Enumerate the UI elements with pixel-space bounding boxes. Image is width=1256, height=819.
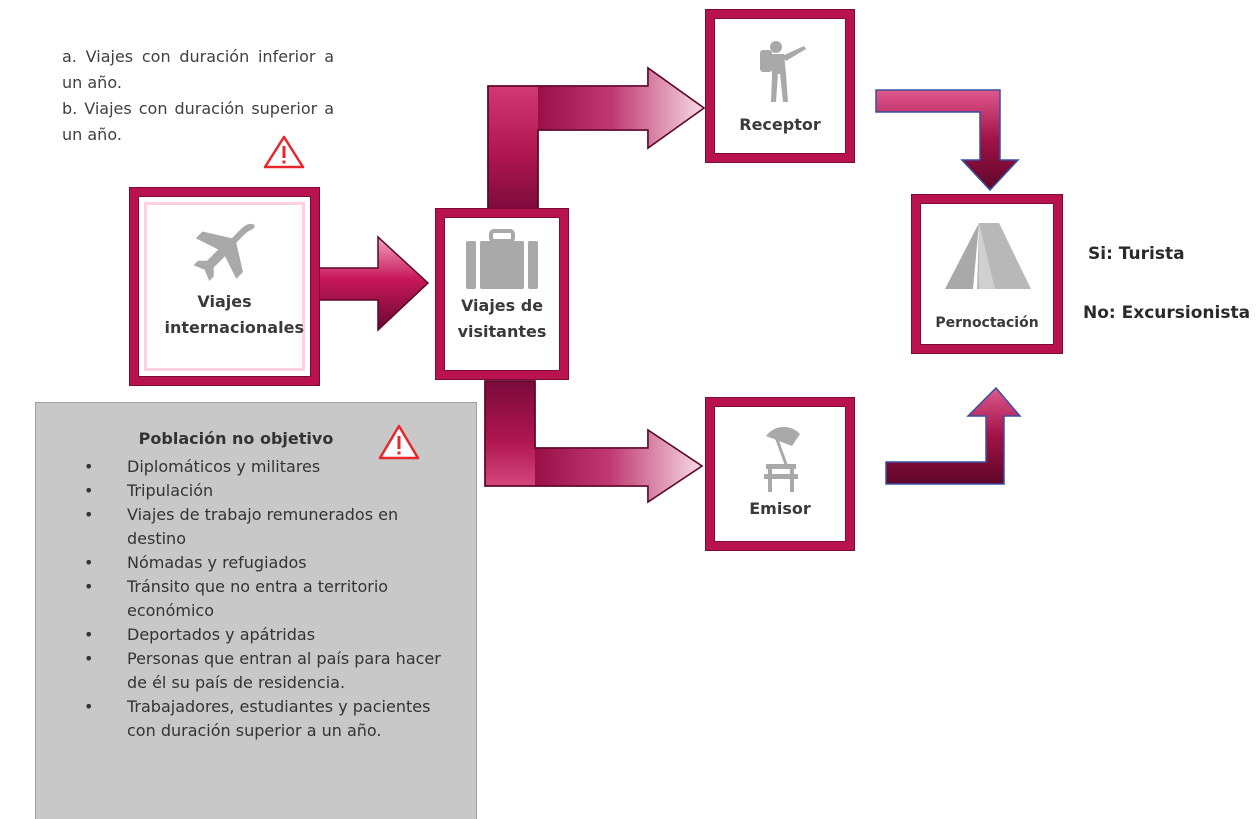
list-item: Nómadas y refugiados bbox=[50, 551, 462, 575]
box-viajes-visitantes: Viajes de visitantes bbox=[436, 209, 568, 379]
duration-note: a. Viajes con duración inferior a un año… bbox=[62, 44, 334, 148]
box-pernoctacion: Pernoctación bbox=[912, 195, 1062, 353]
list-item: Deportados y apátridas bbox=[50, 623, 462, 647]
list-item: Tripulación bbox=[50, 479, 462, 503]
panel-title: Población no objetivo bbox=[138, 429, 334, 448]
note-line-b: b. Viajes con duración superior a un año… bbox=[62, 99, 334, 144]
box-label: Emisor bbox=[749, 499, 811, 518]
box-emisor: Emisor bbox=[706, 398, 854, 550]
list-item: Personas que entran al país para hacer d… bbox=[50, 647, 462, 695]
arrow-visitantes-to-emisor bbox=[484, 380, 704, 504]
airplane-icon bbox=[189, 218, 261, 298]
outcome-si: Si: Turista bbox=[1088, 244, 1185, 264]
list-item: Tránsito que no entra a territorio econó… bbox=[50, 575, 462, 623]
arrow-visitantes-to-receptor bbox=[487, 66, 706, 213]
non-target-list: Diplomáticos y militares Tripulación Via… bbox=[50, 455, 462, 743]
suitcase-icon bbox=[464, 229, 540, 299]
box-viajes-internacionales: Viajes internacionales bbox=[130, 188, 319, 385]
hiker-icon bbox=[738, 38, 822, 108]
note-line-a: a. Viajes con duración inferior a un año… bbox=[62, 47, 334, 92]
box-receptor: Receptor bbox=[706, 10, 854, 162]
box-label: Viajes internacionales bbox=[164, 292, 304, 337]
beach-umbrella-icon bbox=[750, 422, 810, 498]
arrow-inter-to-visitantes bbox=[299, 235, 430, 332]
list-item: Trabajadores, estudiantes y pacientes co… bbox=[50, 695, 462, 743]
box-label: Receptor bbox=[739, 115, 821, 134]
arrow-emisor-to-pernoctacion bbox=[885, 386, 1022, 485]
list-item: Viajes de trabajo remunerados en destino bbox=[50, 503, 462, 551]
non-target-panel: Población no objetivo Diplomáticos y mil… bbox=[35, 402, 477, 819]
warning-icon bbox=[378, 424, 420, 460]
list-item: Diplomáticos y militares bbox=[50, 455, 462, 479]
warning-icon bbox=[263, 135, 305, 169]
box-label: Pernoctación bbox=[935, 315, 1039, 331]
arrow-receptor-to-pernoctacion bbox=[875, 89, 1020, 192]
tent-icon bbox=[939, 221, 1035, 295]
outcome-no: No: Excursionista bbox=[1083, 303, 1251, 323]
box-label: Viajes de visitantes bbox=[457, 296, 547, 341]
